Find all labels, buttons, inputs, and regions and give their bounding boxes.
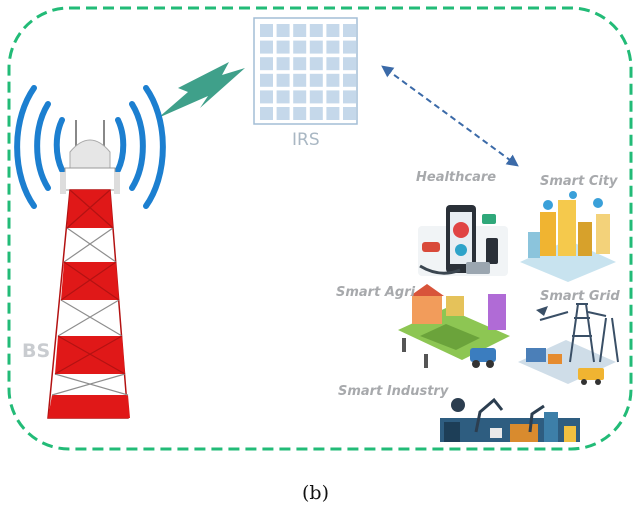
- irs-panel-icon: [253, 17, 358, 125]
- application-label-smart-agri: Smart Agri: [336, 285, 416, 300]
- irs-reflecting-element: [276, 107, 290, 120]
- application-label-smart-industry: Smart Industry: [338, 384, 449, 399]
- irs-application-link-arrow: [381, 65, 519, 167]
- application-label-smart-grid: Smart Grid: [540, 289, 620, 304]
- smart-industry-illustration: [440, 397, 580, 442]
- coverage-boundary: [7, 6, 633, 451]
- irs-reflecting-element: [260, 24, 273, 37]
- irs-reflecting-element: [343, 73, 356, 87]
- cell-tower-icon: [47, 120, 130, 419]
- irs-reflecting-element: [276, 57, 290, 71]
- irs-reflecting-element: [326, 107, 340, 120]
- irs-reflecting-element: [309, 24, 323, 37]
- irs-reflecting-element: [309, 57, 323, 71]
- irs-reflecting-element: [343, 40, 356, 54]
- irs-reflecting-element: [326, 24, 340, 37]
- irs-reflecting-element: [260, 73, 273, 87]
- irs-reflecting-element: [293, 24, 307, 37]
- irs-reflecting-element: [276, 40, 290, 54]
- signal-waves-icon: [14, 85, 166, 209]
- irs-reflecting-element: [260, 107, 273, 120]
- irs-reflecting-element: [293, 57, 307, 71]
- figure-caption: (b): [302, 482, 329, 504]
- irs-reflecting-element: [343, 24, 356, 37]
- irs-reflecting-element: [326, 90, 340, 104]
- irs-reflecting-element: [309, 40, 323, 54]
- irs-reflecting-element: [309, 90, 323, 104]
- irs-reflecting-element: [260, 90, 273, 104]
- irs-reflecting-element: [293, 107, 307, 120]
- smart-grid-illustration: [518, 303, 619, 385]
- irs-reflecting-element: [260, 57, 273, 71]
- irs-reflecting-element: [343, 107, 356, 120]
- irs-reflecting-element: [326, 57, 340, 71]
- irs-reflecting-element: [293, 90, 307, 104]
- irs-reflecting-element: [309, 107, 323, 120]
- healthcare-illustration: [418, 205, 508, 276]
- bs-label: BS: [22, 340, 51, 362]
- smart-agri-illustration: [398, 284, 510, 368]
- irs-reflecting-element: [276, 90, 290, 104]
- irs-reflecting-element: [293, 40, 307, 54]
- irs-reflecting-element: [309, 73, 323, 87]
- irs-reflecting-element: [293, 73, 307, 87]
- application-label-healthcare: Healthcare: [416, 170, 497, 185]
- irs-reflecting-element: [260, 40, 273, 54]
- irs-label: IRS: [292, 130, 320, 150]
- irs-reflecting-element: [326, 40, 340, 54]
- irs-reflecting-element: [276, 73, 290, 87]
- application-label-smart-city: Smart City: [540, 174, 618, 189]
- irs-reflecting-element: [343, 57, 356, 71]
- irs-reflecting-element: [326, 73, 340, 87]
- wireless-link-icon: [158, 62, 245, 118]
- irs-reflecting-element: [276, 24, 290, 37]
- smart-city-illustration: [520, 191, 616, 282]
- irs-reflecting-element: [343, 90, 356, 104]
